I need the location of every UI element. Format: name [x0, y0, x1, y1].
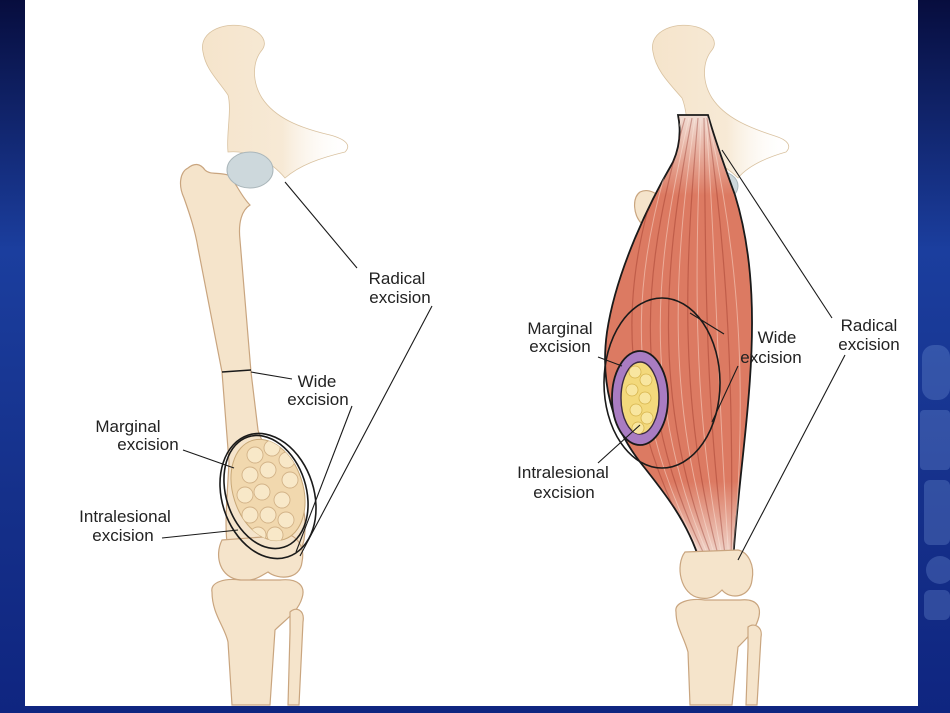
right-figure-muscle: Marginal excision Wide excision Radical … — [517, 24, 900, 706]
right-wide-label-line2: excision — [740, 348, 801, 367]
right-lesion — [620, 361, 660, 435]
left-leader-lines — [161, 181, 433, 557]
left-wide-leader-shaft — [250, 371, 293, 380]
white-panel — [25, 0, 918, 706]
left-wide-label-line2: excision — [287, 390, 348, 409]
left-wide-leader-lower — [295, 405, 353, 553]
left-marginal-label-line2: excision — [117, 435, 178, 454]
left-figure-femur: Radical excision Wide excision Marginal … — [79, 24, 433, 706]
left-intralesional-label-line1: Intralesional — [79, 507, 171, 526]
left-fibula — [287, 608, 304, 706]
right-wide-label-line1: Wide — [758, 328, 797, 347]
left-wide-excision-cut — [221, 369, 252, 373]
right-marginal-leader — [597, 356, 623, 367]
left-wide-label-line1: Wide — [298, 372, 337, 391]
left-femoral-head — [226, 151, 274, 189]
right-radical-leader-upper — [721, 149, 833, 319]
left-intralesional-label-line2: excision — [92, 526, 153, 545]
right-fibula — [745, 624, 762, 706]
left-intralesional-leader — [161, 529, 239, 539]
right-leader-lines — [597, 149, 846, 561]
right-marginal-label-line2: excision — [529, 337, 590, 356]
right-intralesional-label-line2: excision — [533, 483, 594, 502]
right-radical-leader-lower — [737, 354, 846, 561]
left-radical-leader-upper — [284, 181, 358, 269]
right-knee-condyles — [679, 549, 754, 599]
right-tibia — [675, 598, 761, 706]
left-marginal-excision-line — [223, 434, 309, 550]
left-radical-label-line1: Radical — [369, 269, 426, 288]
right-radical-label-line2: excision — [838, 335, 899, 354]
left-knee-condyles — [218, 534, 304, 581]
right-wide-leader-upper — [689, 312, 725, 335]
right-marginal-label-line1: Marginal — [527, 319, 592, 338]
left-marginal-label-line1: Marginal — [95, 417, 160, 436]
right-wide-excision-line — [603, 297, 721, 469]
right-intralesional-leader — [597, 424, 641, 464]
left-radical-label-line2: excision — [369, 288, 430, 307]
left-pelvis — [202, 24, 349, 179]
muscle-belly — [604, 114, 753, 563]
watermark-logo — [920, 345, 950, 620]
right-wide-leader-lower — [711, 365, 739, 423]
left-tibia — [211, 578, 304, 706]
left-radical-leader-lower — [299, 305, 433, 557]
left-marginal-leader — [182, 449, 235, 469]
right-intralesional-label-line1: Intralesional — [517, 463, 609, 482]
left-wide-excision-arc — [219, 432, 317, 560]
right-radical-label-line1: Radical — [841, 316, 898, 335]
